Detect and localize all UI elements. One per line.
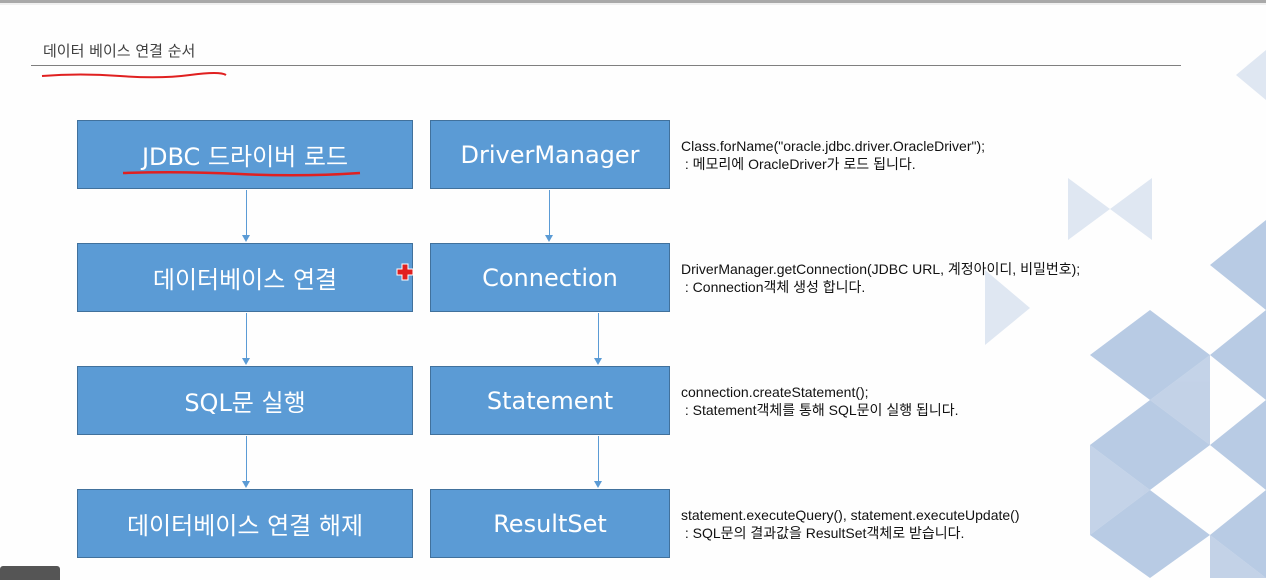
step-load-driver: JDBC 드라이버 로드 bbox=[77, 120, 413, 189]
arrow-down bbox=[545, 190, 553, 242]
step-connect-db: 데이터베이스 연결 bbox=[77, 243, 413, 312]
arrow-down bbox=[594, 436, 602, 488]
title-divider bbox=[31, 65, 1181, 66]
title-red-underline bbox=[41, 72, 227, 79]
code-line: connection.createStatement(); bbox=[681, 384, 869, 400]
arrow-down bbox=[594, 313, 602, 365]
object-drivermanager: DriverManager bbox=[430, 120, 670, 189]
step-execute-sql: SQL문 실행 bbox=[77, 366, 413, 435]
note-line: : SQL문의 결과값을 ResultSet객체로 받습니다. bbox=[681, 525, 965, 541]
code-line: statement.executeQuery(), statement.exec… bbox=[681, 507, 1020, 523]
step-description: statement.executeQuery(), statement.exec… bbox=[681, 506, 1020, 542]
step-description: connection.createStatement(); : Statemen… bbox=[681, 383, 959, 419]
step-description: DriverManager.getConnection(JDBC URL, 계정… bbox=[681, 260, 1080, 296]
arrow-down bbox=[242, 436, 250, 488]
slide-title: 데이터 베이스 연결 순서 bbox=[43, 42, 196, 60]
object-resultset: ResultSet bbox=[430, 489, 670, 558]
object-statement: Statement bbox=[430, 366, 670, 435]
step-disconnect-db: 데이터베이스 연결 해제 bbox=[77, 489, 413, 558]
cursor-cross-icon bbox=[396, 263, 414, 281]
red-underline-annotation bbox=[122, 170, 361, 177]
code-line: DriverManager.getConnection(JDBC URL, 계정… bbox=[681, 261, 1081, 277]
window-top-border bbox=[0, 0, 1266, 5]
player-overlay-badge bbox=[0, 566, 60, 580]
object-connection: Connection bbox=[430, 243, 670, 312]
code-line: Class.forName("oracle.jdbc.driver.Oracle… bbox=[681, 138, 986, 154]
arrow-down bbox=[242, 190, 250, 242]
step-description: Class.forName("oracle.jdbc.driver.Oracle… bbox=[681, 137, 985, 173]
note-line: : Statement객체를 통해 SQL문이 실행 됩니다. bbox=[681, 402, 959, 418]
note-line: : Connection객체 생성 합니다. bbox=[681, 279, 866, 295]
arrow-down bbox=[242, 313, 250, 365]
note-line: : 메모리에 OracleDriver가 로드 됩니다. bbox=[681, 156, 916, 172]
